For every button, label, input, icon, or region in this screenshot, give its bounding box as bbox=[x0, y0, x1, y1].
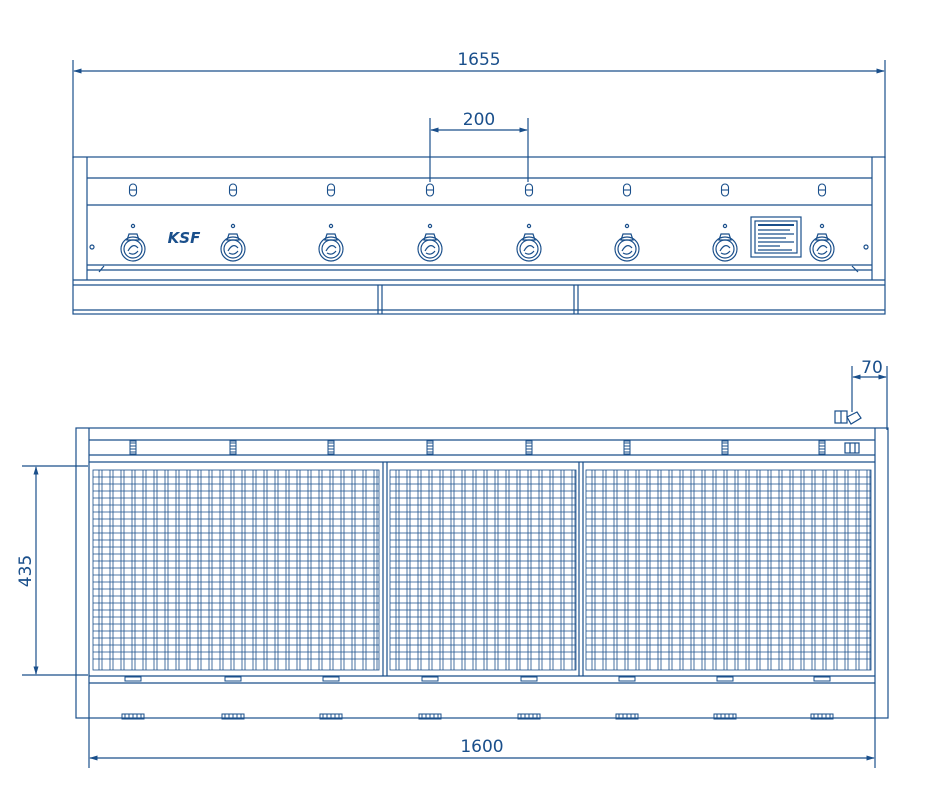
control-knob-icon bbox=[516, 223, 542, 262]
dimension-depth bbox=[22, 465, 88, 676]
bottom-clip bbox=[124, 676, 142, 682]
grill-section bbox=[389, 469, 577, 671]
control-knob-icon bbox=[417, 223, 443, 262]
rating-plate bbox=[750, 216, 802, 258]
dimension-inner-width bbox=[88, 718, 876, 768]
dimension-knob-spacing-label: 200 bbox=[463, 110, 495, 130]
front-knobs bbox=[120, 223, 835, 262]
bottom-clip bbox=[322, 676, 340, 682]
control-knob-icon bbox=[220, 223, 246, 262]
indicator-lamp bbox=[128, 183, 138, 197]
bottom-clip bbox=[520, 676, 538, 682]
foot bbox=[713, 713, 737, 720]
brand-logo-text: KSF bbox=[168, 229, 201, 247]
foot bbox=[418, 713, 442, 720]
top-view bbox=[75, 410, 889, 719]
burner-cap bbox=[525, 440, 533, 455]
front-view bbox=[72, 156, 886, 315]
burner-cap bbox=[623, 440, 631, 455]
dimension-overall-width bbox=[72, 60, 886, 158]
indicator-lamp bbox=[326, 183, 336, 197]
bottom-clip bbox=[618, 676, 636, 682]
grill-grates bbox=[92, 469, 872, 671]
indicator-lamp bbox=[622, 183, 632, 197]
grill-section bbox=[585, 469, 872, 671]
burner-caps bbox=[129, 440, 826, 455]
grill-section bbox=[92, 469, 380, 671]
dimension-overall-width-label: 1655 bbox=[457, 50, 500, 70]
dimension-knob-spacing bbox=[429, 118, 529, 182]
front-indicators bbox=[128, 183, 827, 197]
burner-cap bbox=[229, 440, 237, 455]
burner-cap bbox=[129, 440, 137, 455]
indicator-lamp bbox=[524, 183, 534, 197]
indicator-lamp bbox=[817, 183, 827, 197]
control-knob-icon bbox=[614, 223, 640, 262]
dimension-inner-width-label: 1600 bbox=[460, 737, 503, 757]
feet bbox=[121, 676, 834, 720]
burner-cap bbox=[327, 440, 335, 455]
bottom-clip bbox=[224, 676, 242, 682]
control-knob-icon bbox=[712, 223, 738, 262]
control-knob-icon bbox=[120, 223, 146, 262]
bottom-clip bbox=[813, 676, 831, 682]
burner-cap bbox=[426, 440, 434, 455]
foot bbox=[517, 713, 541, 720]
control-knob-icon bbox=[809, 223, 835, 262]
foot bbox=[221, 713, 245, 720]
foot bbox=[615, 713, 639, 720]
burner-cap bbox=[818, 440, 826, 455]
dimension-depth-label: 435 bbox=[16, 555, 36, 587]
indicator-lamp bbox=[425, 183, 435, 197]
foot bbox=[121, 713, 145, 720]
indicator-lamp bbox=[228, 183, 238, 197]
burner-cap bbox=[721, 440, 729, 455]
foot bbox=[810, 713, 834, 720]
foot bbox=[319, 713, 343, 720]
bottom-clip bbox=[421, 676, 439, 682]
dimension-top-offset-label: 70 bbox=[861, 358, 883, 378]
dimension-top-offset bbox=[851, 366, 888, 430]
bottom-clip bbox=[716, 676, 734, 682]
indicator-lamp bbox=[720, 183, 730, 197]
control-knob-icon bbox=[318, 223, 344, 262]
